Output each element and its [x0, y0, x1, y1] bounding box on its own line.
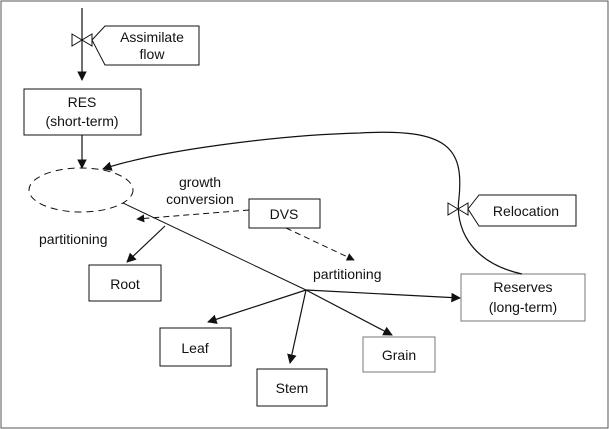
relocation-feedback-curve	[102, 131, 523, 275]
assimilate-valve-icon	[71, 33, 93, 47]
dvs-to-growth-dashed-arrow	[136, 209, 250, 223]
conversion-label: conversion	[166, 191, 234, 207]
stem-box	[256, 368, 328, 407]
growth-label: growth	[179, 174, 221, 190]
dvs-box	[248, 198, 321, 229]
partitioning-node	[28, 167, 134, 213]
assimilate-flow-label-2: flow	[140, 46, 166, 62]
to-reserves-arrow	[305, 289, 461, 303]
dvs-to-partitioning-dashed-arrow	[285, 227, 355, 261]
partitioning-left-label: partitioning	[39, 231, 108, 247]
relocation-label: Relocation	[493, 203, 559, 219]
res-label-1: RES	[68, 94, 97, 110]
to-root-arrow	[126, 225, 166, 263]
relocation-valve-icon	[447, 202, 469, 216]
res-label-2: (short-term)	[45, 113, 118, 129]
partitioning-main-line	[122, 202, 307, 291]
to-leaf-arrow	[207, 289, 307, 324]
grain-box	[362, 336, 436, 373]
dvs-label: DVS	[270, 206, 299, 222]
to-stem-arrow	[287, 289, 307, 364]
res-short-term-box	[23, 88, 142, 136]
reserves-label-1: Reserves	[493, 279, 552, 295]
root-box	[88, 264, 162, 302]
assimilate-flow-box	[91, 25, 200, 66]
leaf-box	[159, 327, 232, 367]
leaf-label: Leaf	[181, 340, 208, 356]
partitioning-mid-label: partitioning	[313, 266, 382, 282]
reserves-label-2: (long-term)	[489, 299, 557, 315]
assimilate-flow-label-1: Assimilate	[120, 29, 184, 45]
relocation-box	[467, 194, 577, 227]
grain-label: Grain	[382, 347, 416, 363]
root-label: Root	[110, 276, 140, 292]
stem-label: Stem	[276, 380, 309, 396]
to-grain-arrow	[305, 289, 393, 336]
reserves-long-term-box	[460, 273, 586, 322]
